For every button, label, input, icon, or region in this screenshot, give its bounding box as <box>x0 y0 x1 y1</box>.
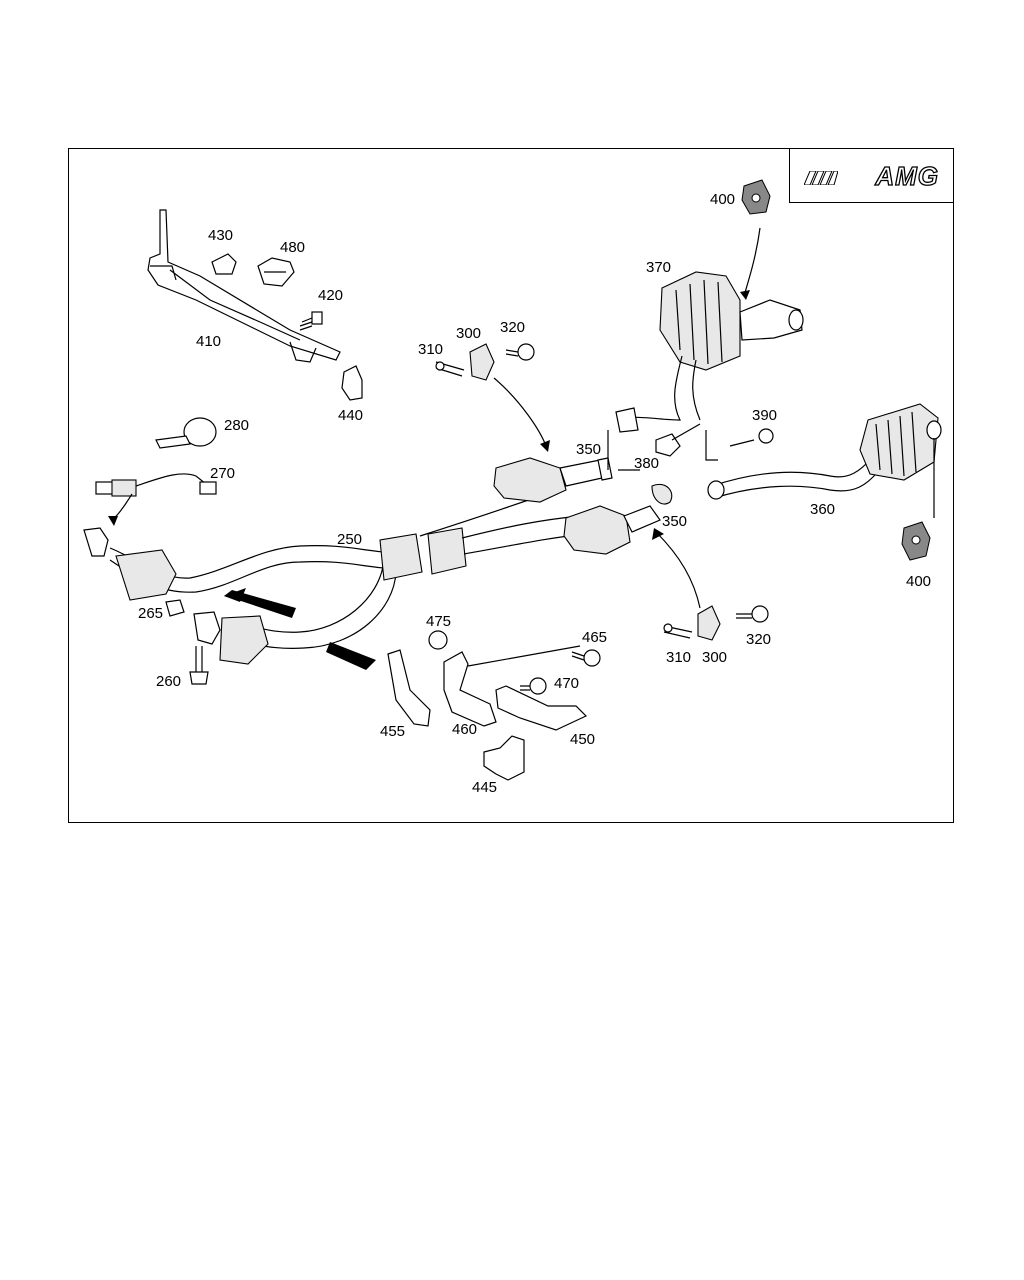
callout-380: 380 <box>634 455 659 472</box>
clip-480 <box>257 257 295 287</box>
callout-430: 430 <box>208 227 233 244</box>
bolt-260 <box>189 646 209 685</box>
callout-420: 420 <box>318 287 343 304</box>
callout-360: 360 <box>810 501 835 518</box>
callout-300-lower: 300 <box>702 649 727 666</box>
brand-logo: AMG <box>789 149 953 203</box>
logo-stripes-icon <box>804 171 838 185</box>
callout-280: 280 <box>224 417 249 434</box>
callout-320-upper: 320 <box>500 319 525 336</box>
bracket-450 <box>495 685 588 731</box>
bracket-440 <box>341 365 363 401</box>
callout-465: 465 <box>582 629 607 646</box>
nut-475 <box>428 630 448 650</box>
callout-300-upper: 300 <box>456 325 481 342</box>
bolt-465 <box>571 649 601 667</box>
callout-260: 260 <box>156 673 181 690</box>
hardware-set-lower <box>663 605 769 641</box>
nut-390 <box>758 428 774 444</box>
callout-480: 480 <box>280 239 305 256</box>
cable-tie-280 <box>155 417 217 449</box>
clip-430 <box>211 253 237 275</box>
logo-text: AMG <box>875 160 939 191</box>
rubber-mount-400-top <box>741 179 771 215</box>
nut-265 <box>165 599 185 617</box>
callout-440: 440 <box>338 407 363 424</box>
callout-320-lower: 320 <box>746 631 771 648</box>
center-muffler-left <box>493 457 603 503</box>
callout-310-upper: 310 <box>418 341 443 358</box>
rear-muffler-370 <box>615 271 804 433</box>
leader-lines <box>108 227 935 667</box>
callout-370: 370 <box>646 259 671 276</box>
bolt-470 <box>520 677 547 695</box>
bracket-460 <box>443 651 497 727</box>
callout-450: 450 <box>570 731 595 748</box>
heat-shield-410 <box>147 209 341 363</box>
oxygen-sensor-270 <box>95 473 217 497</box>
bolt-420 <box>299 311 323 331</box>
intermediate-pipe-360 <box>707 459 877 500</box>
callout-350-upper: 350 <box>576 441 601 458</box>
callout-470: 470 <box>554 675 579 692</box>
callout-250: 250 <box>337 531 362 548</box>
callout-390: 390 <box>752 407 777 424</box>
bracket-445 <box>483 735 525 781</box>
callout-455: 455 <box>380 723 405 740</box>
bracket-455 <box>387 649 431 727</box>
center-muffler-right <box>563 505 661 555</box>
callout-310-lower: 310 <box>666 649 691 666</box>
callout-410: 410 <box>196 333 221 350</box>
callout-labels: 250 260 265 270 280 300 300 310 310 320 … <box>138 191 931 796</box>
direction-arrow-icon <box>224 588 376 670</box>
rear-muffler-right <box>859 403 942 481</box>
clamp-350-lower <box>651 484 673 505</box>
rubber-mount-400-bottom <box>901 521 931 561</box>
callout-400-lower: 400 <box>906 573 931 590</box>
front-pipe-250 <box>83 495 587 665</box>
callout-265: 265 <box>138 605 163 622</box>
hanger-380 <box>655 423 701 457</box>
callout-350-lower: 350 <box>662 513 687 530</box>
callout-400-upper: 400 <box>710 191 735 208</box>
callout-475: 475 <box>426 613 451 630</box>
callout-270: 270 <box>210 465 235 482</box>
callout-445: 445 <box>472 779 497 796</box>
callout-460: 460 <box>452 721 477 738</box>
hardware-set-upper <box>435 343 535 381</box>
